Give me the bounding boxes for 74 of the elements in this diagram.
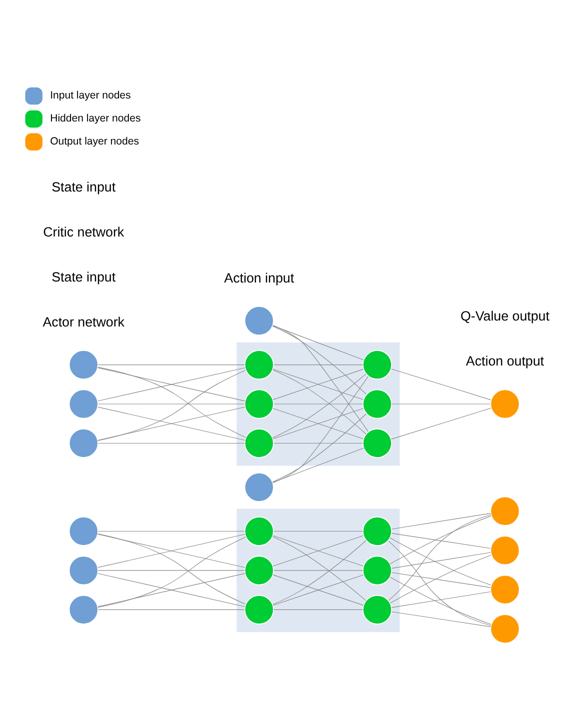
connector (391, 552, 491, 568)
node-circle (490, 496, 520, 526)
connector (390, 576, 492, 624)
node-circle (490, 574, 520, 604)
node-circle (244, 428, 274, 458)
connector (98, 403, 245, 404)
label: Action input (224, 270, 294, 285)
connector (391, 590, 491, 608)
connector (98, 608, 245, 610)
node-circle (244, 555, 274, 585)
connector (98, 364, 245, 365)
connector (272, 447, 364, 482)
label: Actor network (42, 314, 124, 329)
connector (388, 514, 492, 600)
connector (390, 515, 492, 564)
label: Critic network (43, 224, 124, 239)
connector (274, 442, 364, 444)
connector (390, 407, 492, 439)
node-circle (244, 516, 274, 546)
node-circle (362, 555, 392, 585)
connector (274, 530, 364, 532)
node-circle (362, 349, 392, 380)
connector (272, 413, 366, 482)
node-circle (362, 428, 392, 458)
node-circle (68, 555, 98, 585)
connector (388, 540, 492, 626)
label: State input (52, 178, 116, 194)
connector (272, 324, 364, 360)
connector (391, 610, 491, 627)
node-circle (68, 349, 98, 380)
node-circle (244, 472, 274, 502)
connector (274, 364, 364, 365)
node-circle (490, 614, 520, 644)
node-circle (244, 305, 274, 336)
connector (272, 325, 366, 394)
legend-label: Input layer nodes (50, 89, 131, 102)
connector (390, 537, 492, 585)
node-circle (244, 594, 274, 624)
node-circle (490, 388, 520, 418)
connector (391, 512, 491, 529)
cluster (236, 342, 400, 466)
connector (391, 572, 491, 588)
label: State input (52, 268, 116, 284)
connector (98, 533, 246, 568)
node-circle (68, 516, 98, 546)
legend-label: Output layer nodes (50, 135, 139, 148)
node-circle (362, 516, 392, 546)
connector (98, 530, 245, 532)
connector (98, 442, 245, 444)
node-circle (244, 349, 274, 380)
connector (272, 376, 369, 482)
node-circle (68, 428, 98, 458)
connector (391, 532, 491, 548)
connector (272, 574, 364, 606)
node-circle (490, 535, 520, 565)
node-circle (362, 388, 392, 418)
connector (390, 368, 492, 400)
cluster (236, 508, 400, 632)
connector (272, 368, 364, 400)
connector (272, 534, 364, 566)
label: Q-Value output (460, 308, 550, 324)
connector (272, 324, 369, 432)
legend-label: Hidden layer nodes (50, 112, 141, 124)
connector (272, 408, 364, 439)
connector (391, 403, 491, 404)
node-circle (68, 594, 98, 624)
connector (274, 608, 364, 610)
connector (390, 554, 492, 603)
label: Action output (466, 352, 544, 368)
node-circle (68, 388, 98, 418)
connector (274, 403, 364, 404)
node-circle (244, 388, 274, 418)
connector (98, 406, 246, 440)
node-circle (362, 594, 392, 624)
